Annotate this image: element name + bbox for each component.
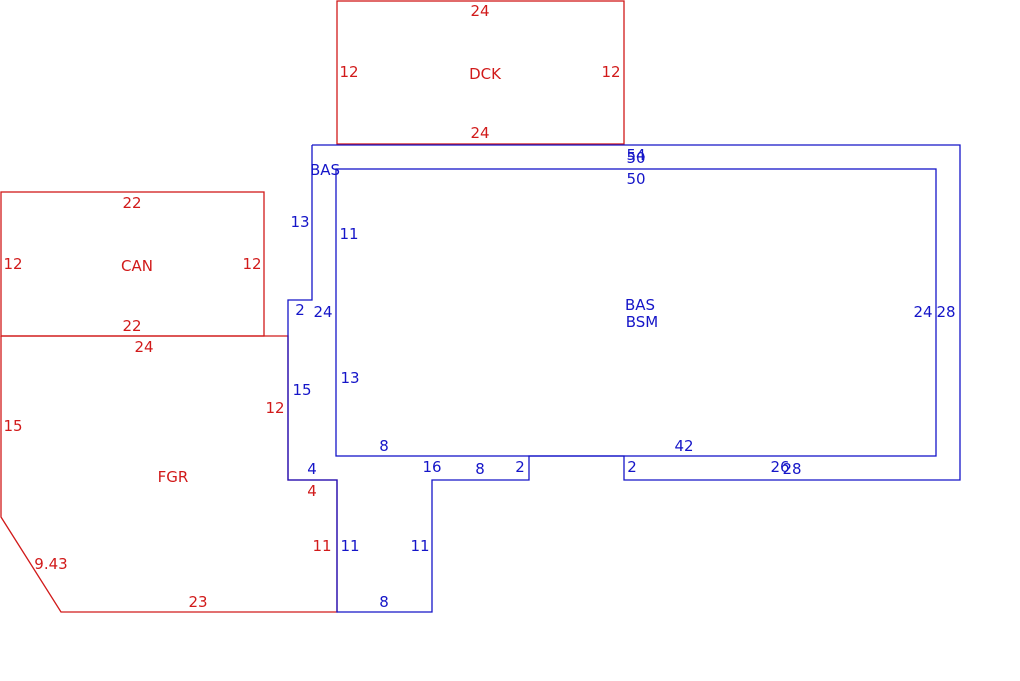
bas-outer-dim-step-top: 2 xyxy=(295,301,305,319)
bas-outer-dim-stem-left: 11 xyxy=(340,537,359,555)
bas-outer-dim-bottom-mid: 16 xyxy=(422,458,441,476)
dck-dim-right: 12 xyxy=(601,63,620,81)
bas-inner-dim-bottom-seg: 8 xyxy=(475,460,485,478)
bas-outer-outline xyxy=(287,144,961,613)
can-dim-left: 12 xyxy=(3,255,22,273)
bas-inner-dim-left-mid: 24 xyxy=(313,303,332,321)
fgr-dim-diagonal: 9.43 xyxy=(34,555,67,573)
bas-inner-dim-bottom-left: 8 xyxy=(379,437,389,455)
bas-outer-dim-stem-right: 11 xyxy=(410,537,429,555)
bas-inner-dim-left-upper: 11 xyxy=(339,225,358,243)
dck-dim-top: 24 xyxy=(470,2,489,20)
dck-label: DCK xyxy=(469,65,502,83)
fgr-dim-right: 12 xyxy=(265,399,284,417)
fgr-label: FGR xyxy=(158,468,189,486)
can-dim-right: 12 xyxy=(242,255,261,273)
fgr-dim-lower-right: 11 xyxy=(312,537,331,555)
bas-inner-dim-step-a: 2 xyxy=(515,458,525,476)
bas-inner-dim-bottom-right: 26 xyxy=(770,458,789,476)
fgr-dim-left: 15 xyxy=(3,417,22,435)
bas-outer-dim-top: 54 xyxy=(626,146,645,164)
fgr-dim-notch: 4 xyxy=(307,482,317,500)
dck-dim-left: 12 xyxy=(339,63,358,81)
fgr-dim-bottom: 23 xyxy=(188,593,207,611)
bas-outer-label: BAS xyxy=(310,161,340,179)
bsm-label: BSM xyxy=(626,313,659,331)
bas-inner-dim-left-lower: 13 xyxy=(340,369,359,387)
dck-outline xyxy=(336,0,625,145)
bas-outer-dim-left-lower: 15 xyxy=(292,381,311,399)
bas-inner-dim-top-b: 50 xyxy=(626,170,645,188)
bas-outer-dim-left-upper: 13 xyxy=(290,213,309,231)
bas-outer-dim-right: 28 xyxy=(936,303,955,321)
bas-inner-dim-step-b: 2 xyxy=(627,458,637,476)
bas-outer-dim-stem-bottom: 8 xyxy=(379,593,389,611)
bas-outer-dim-step-bottom: 4 xyxy=(307,460,317,478)
bas-outer-dim-bottom-right: 28 xyxy=(782,460,801,478)
bas-inner-dim-right: 24 xyxy=(913,303,932,321)
bas-inner-dim-bottom-mid: 42 xyxy=(674,437,693,455)
dck-dim-bottom: 24 xyxy=(470,124,489,142)
can-dim-bottom: 22 xyxy=(122,317,141,335)
bas-inner-dim-top-a: 50 xyxy=(626,149,645,167)
can-label: CAN xyxy=(121,257,153,275)
fgr-dim-top: 24 xyxy=(134,338,153,356)
bas-inner-outline xyxy=(335,168,937,457)
bas-inner-label: BAS xyxy=(625,296,655,314)
can-dim-top: 22 xyxy=(122,194,141,212)
